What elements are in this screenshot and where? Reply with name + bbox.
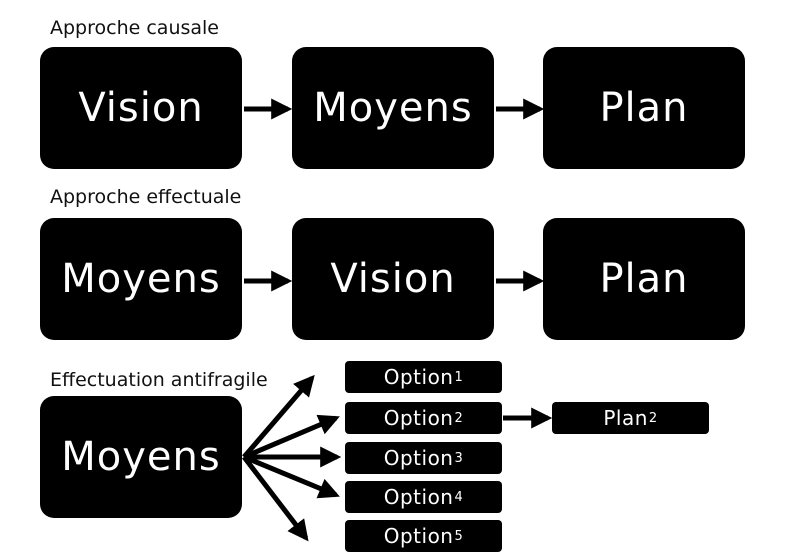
effectual-box-vision: Vision	[292, 218, 494, 340]
option-1-label: Option	[383, 365, 454, 389]
arrow-to-option-4	[243, 454, 340, 499]
option-4-label: Option	[383, 485, 454, 509]
antifragile-box-means: Moyens	[40, 396, 242, 518]
effectual-box-plan: Plan	[543, 218, 745, 340]
causal-box-means: Moyens	[292, 47, 494, 169]
option-2-subscript: 2	[454, 410, 464, 426]
plan-2-label: Plan	[603, 406, 648, 430]
arrow-to-option-2	[243, 414, 340, 460]
antifragile-effectuation-title: Effectuation antifragile	[50, 369, 268, 391]
option-2-label: Option	[383, 406, 454, 430]
plan-2-subscript: 2	[648, 410, 658, 426]
effectual-approach-title: Approche effectuale	[50, 186, 242, 208]
causal-box-vision: Vision	[40, 47, 242, 169]
option-5-subscript: 5	[454, 528, 464, 544]
option-3-label: Option	[383, 446, 454, 470]
arrow-to-option-1	[242, 374, 315, 459]
option-4-subscript: 4	[454, 489, 464, 505]
option-5-label: Option	[383, 524, 454, 548]
arrow-to-option-5	[242, 455, 309, 542]
causal-box-plan: Plan	[543, 47, 745, 169]
causal-approach-title: Approche causale	[50, 17, 219, 39]
option-1-subscript: 1	[454, 369, 464, 385]
effectual-box-means: Moyens	[40, 218, 242, 340]
option-3-subscript: 3	[454, 450, 464, 466]
